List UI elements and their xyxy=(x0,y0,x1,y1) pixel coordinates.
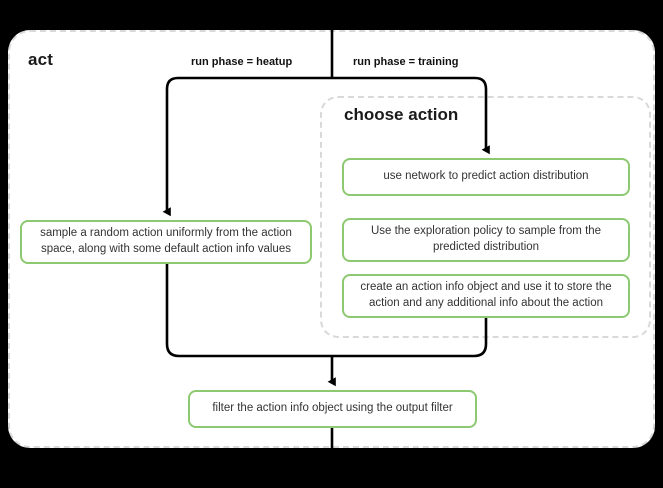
act-container-title: act xyxy=(28,50,54,69)
node-sample-random-action[interactable]: sample a random action uniformly from th… xyxy=(20,220,312,264)
node-use-network-predict[interactable]: use network to predict action distributi… xyxy=(342,158,630,196)
node-create-action-info-object[interactable]: create an action info object and use it … xyxy=(342,274,630,318)
node-filter-action-info-object[interactable]: filter the action info object using the … xyxy=(188,390,477,428)
edge-label-training: run phase = training xyxy=(353,56,459,68)
edge-label-heatup: run phase = heatup xyxy=(191,56,293,68)
node-exploration-policy-sample[interactable]: Use the exploration policy to sample fro… xyxy=(342,218,630,262)
choose-action-container-title: choose action xyxy=(344,105,459,124)
